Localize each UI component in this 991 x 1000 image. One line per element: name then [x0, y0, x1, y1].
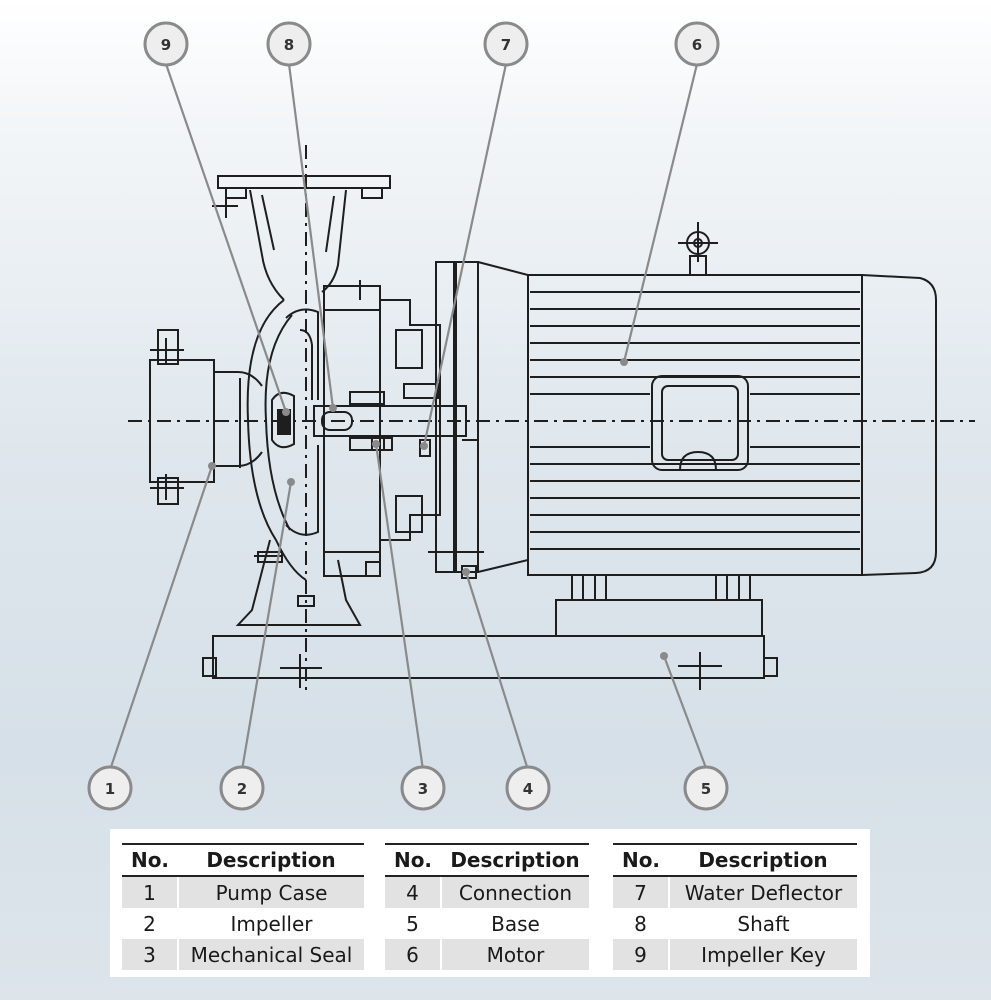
leader-1: [108, 465, 214, 771]
legend-part-no: 2: [122, 908, 179, 939]
legend-row: 8 Shaft: [613, 908, 857, 939]
base-drawing: [202, 599, 778, 690]
callout-4: 4: [505, 765, 551, 811]
callout-2: 2: [219, 765, 265, 811]
callout-3: 3: [400, 765, 446, 811]
legend-table-3: No. Description 7 Water Deflector 8 Shaf…: [613, 843, 857, 970]
leader-5: [662, 655, 708, 769]
parts-legend: No. Description 1 Pump Case 2 Impeller 3…: [110, 829, 870, 977]
legend-row: 4 Connection: [385, 876, 589, 908]
legend-part-no: 9: [613, 939, 670, 970]
legend-row: 7 Water Deflector: [613, 876, 857, 908]
callout-2-label: 2: [237, 780, 247, 798]
callout-9: 9: [143, 21, 189, 67]
legend-part-desc: Shaft: [737, 911, 790, 936]
shaft-centerline: [128, 145, 975, 690]
callout-5: 5: [683, 765, 729, 811]
legend-part-no: 4: [385, 876, 442, 908]
legend-part-desc: Water Deflector: [669, 876, 857, 908]
leader-8: [287, 63, 335, 409]
legend-row: 5 Base: [385, 908, 589, 939]
callout-1-label: 1: [105, 780, 115, 798]
leader-7: [422, 63, 508, 447]
legend-part-desc: Motor: [441, 939, 589, 970]
legend-row: 3 Mechanical Seal: [122, 939, 364, 970]
pump-case-drawing: [149, 175, 467, 626]
legend-part-no: 5: [385, 908, 442, 939]
motor-drawing: [527, 222, 937, 601]
callout-7: 7: [483, 21, 529, 67]
leader-lines: [108, 63, 708, 771]
leader-4: [464, 571, 530, 771]
callout-9-label: 9: [161, 36, 171, 54]
callout-1: 1: [87, 765, 133, 811]
legend-part-no: 8: [613, 908, 670, 939]
legend-description-header: Description: [178, 843, 364, 877]
leader-2: [240, 481, 293, 771]
legend-part-desc: Mechanical Seal: [178, 939, 364, 970]
leader-endpoints: [208, 358, 668, 660]
legend-part-desc: Impeller Key: [669, 939, 857, 970]
legend-row: 6 Motor: [385, 939, 589, 970]
callout-3-label: 3: [418, 780, 428, 798]
legend-part-no: 6: [385, 939, 442, 970]
legend-description-header: Description: [441, 843, 589, 877]
leader-3: [374, 443, 425, 771]
leader-9: [164, 63, 288, 413]
legend-part-desc: Connection: [441, 876, 589, 908]
callout-8: 8: [266, 21, 312, 67]
legend-table-1: No. Description 1 Pump Case 2 Impeller 3…: [122, 843, 364, 970]
callout-6: 6: [674, 21, 720, 67]
legend-row: 9 Impeller Key: [613, 939, 857, 970]
callout-4-label: 4: [523, 780, 533, 798]
callout-6-label: 6: [692, 36, 702, 54]
legend-part-no: 7: [613, 876, 670, 908]
callout-7-label: 7: [501, 36, 511, 54]
legend-row: 1 Pump Case: [122, 876, 364, 908]
callout-8-label: 8: [284, 36, 294, 54]
legend-part-desc: Base: [491, 911, 540, 936]
legend-row: 2 Impeller: [122, 908, 364, 939]
legend-part-no: 3: [122, 939, 179, 970]
legend-no-header: No.: [385, 843, 441, 877]
legend-part-no: 1: [122, 876, 179, 908]
legend-table-2: No. Description 4 Connection 5 Base 6 Mo…: [385, 843, 589, 970]
legend-part-desc: Pump Case: [178, 876, 364, 908]
legend-description-header: Description: [669, 843, 857, 877]
leader-6: [622, 63, 699, 363]
legend-part-desc: Impeller: [230, 911, 313, 936]
callout-5-label: 5: [701, 780, 711, 798]
legend-no-header: No.: [122, 843, 178, 877]
legend-no-header: No.: [613, 843, 669, 877]
